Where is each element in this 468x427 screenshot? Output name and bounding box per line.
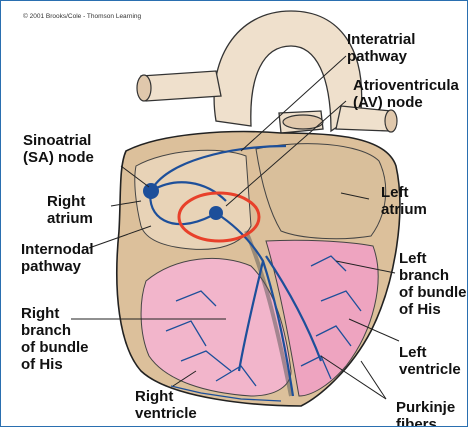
label-av-node: Atrioventricula(AV) node xyxy=(353,77,459,111)
label-sa-node: Sinoatrial(SA) node xyxy=(23,132,94,166)
copyright-credit: © 2001 Brooks/Cole - Thomson Learning xyxy=(23,13,141,20)
left-vessel xyxy=(141,71,221,101)
right-vessel-opening xyxy=(385,110,397,132)
sa-node xyxy=(143,183,159,199)
av-node xyxy=(209,206,223,220)
left-vessel-opening xyxy=(137,75,151,101)
